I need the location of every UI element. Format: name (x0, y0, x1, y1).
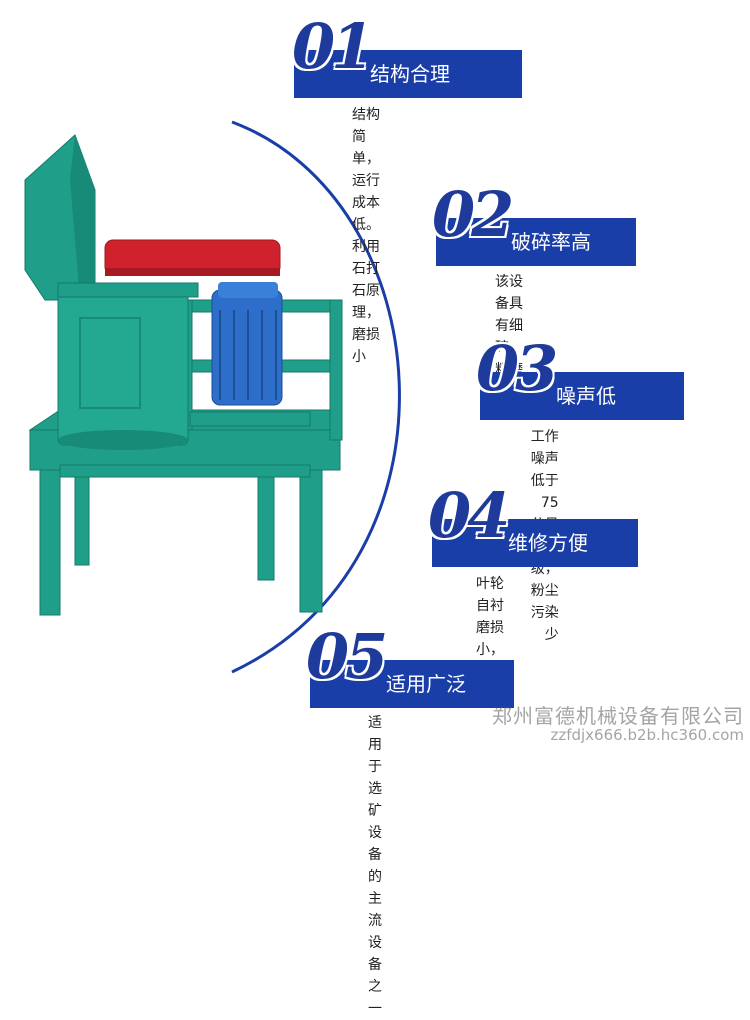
feature-title: 噪声低 (556, 384, 616, 408)
feature-number: 02 (432, 178, 514, 251)
feature-title-bar: 噪声低 (480, 372, 684, 420)
feature-title-bar: 维修方便 (432, 519, 638, 567)
feature-title: 适用广泛 (386, 672, 466, 696)
feature-title: 结构合理 (370, 62, 450, 86)
electric-motor (211, 282, 283, 406)
feature-number: 05 (306, 620, 388, 693)
crushing-chamber (57, 284, 189, 446)
feature-description: 适用于选矿设备的主流设备之一 (368, 715, 382, 1017)
feature-title-bar: 结构合理 (294, 50, 522, 98)
company-watermark: 郑州富德机械设备有限公司 (492, 704, 744, 728)
crusher-machine-illustration (24, 120, 401, 674)
feature-title-bar: 适用广泛 (310, 660, 514, 708)
feature-description: 结构简单，运行成本低。利用石打石原理， 磨损小 (352, 107, 380, 365)
feature-number: 04 (428, 479, 510, 552)
feature-number: 03 (476, 332, 558, 405)
feature-title: 维修方便 (508, 531, 588, 555)
feature-title-bar: 破碎率高 (436, 218, 636, 266)
product-feature-poster: 结构合理 01 结构简单，运行成本低。利用石打石原理， 磨损小 破碎率高 02 … (24, 10, 744, 1017)
site-watermark: zzfdjx666.b2b.hc360.com (550, 726, 744, 744)
feature-title: 破碎率高 (511, 230, 591, 254)
feature-number: 01 (292, 10, 374, 83)
